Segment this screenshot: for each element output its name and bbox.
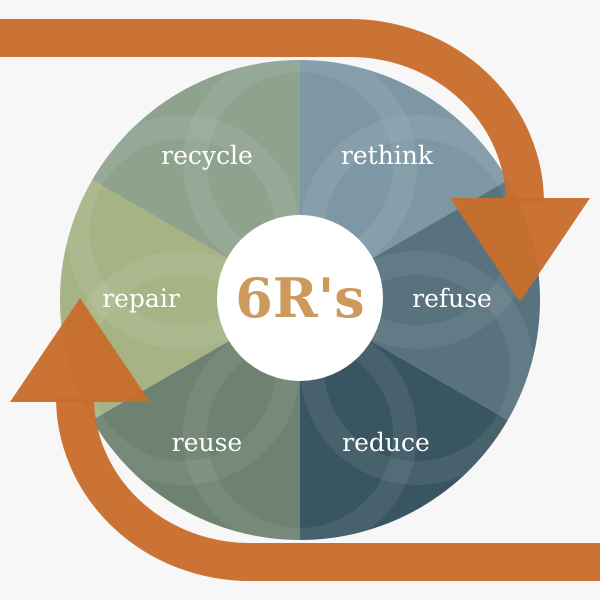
label-repair: repair xyxy=(102,284,180,313)
top-cycle-arrow xyxy=(0,19,544,204)
center-circle xyxy=(217,215,383,381)
center-title: 6R's xyxy=(235,266,364,330)
bottom-cycle-arrow xyxy=(56,396,600,581)
label-reduce: reduce xyxy=(342,428,430,457)
label-reuse: reuse xyxy=(172,428,242,457)
label-rethink: rethink xyxy=(341,141,434,170)
bottom-arrow-head xyxy=(10,298,150,402)
label-refuse: refuse xyxy=(412,284,492,313)
top-arrow-head xyxy=(450,198,590,302)
label-recycle: recycle xyxy=(161,141,253,170)
